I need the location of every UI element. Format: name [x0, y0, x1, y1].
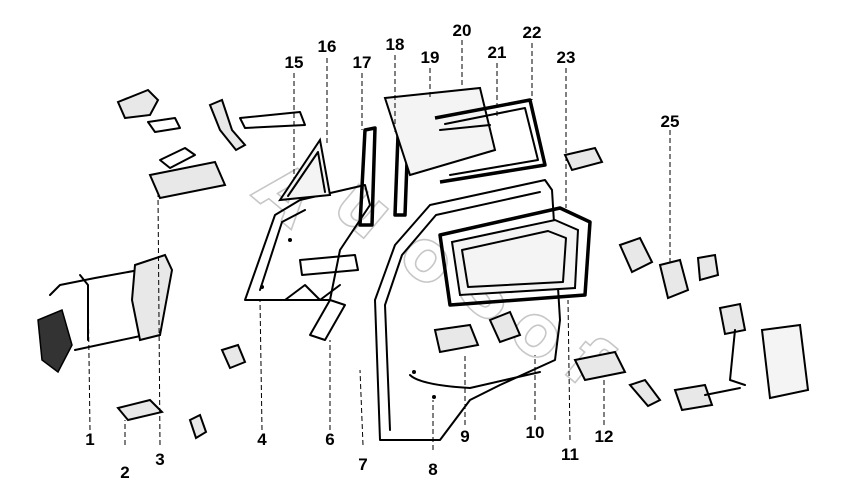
- door-check-hardware: [284, 254, 627, 382]
- callout-18: 18: [386, 35, 405, 54]
- callout-11: 11: [561, 445, 579, 464]
- window-frame: [438, 206, 592, 307]
- callout-21: 21: [488, 43, 507, 62]
- callout-15: 15: [285, 53, 304, 72]
- callout-6: 6: [325, 430, 334, 449]
- leader-lines: [87, 40, 671, 450]
- callout-3: 3: [155, 450, 164, 469]
- callout-9: 9: [460, 427, 469, 446]
- lock-cylinder-parts: [116, 88, 306, 200]
- callout-23: 23: [557, 48, 576, 67]
- callout-25: 25: [661, 112, 680, 131]
- vent-window: [277, 137, 332, 202]
- callout-20: 20: [453, 21, 472, 40]
- callout-16: 16: [318, 37, 337, 56]
- callout-4: 4: [257, 430, 267, 449]
- callout-1: 1: [85, 430, 94, 449]
- callout-10: 10: [526, 423, 545, 442]
- handle-parts: [563, 146, 720, 300]
- callout-17: 17: [353, 53, 372, 72]
- callout-12: 12: [595, 427, 614, 446]
- exterior-mirror: [628, 302, 810, 412]
- callout-22: 22: [523, 23, 542, 42]
- window-regulator: [37, 253, 247, 440]
- callout-2: 2: [120, 463, 129, 482]
- window-seal: [434, 98, 547, 184]
- door-glass: [383, 86, 497, 177]
- callout-7: 7: [358, 455, 367, 474]
- callout-19: 19: [421, 48, 440, 67]
- callout-8: 8: [428, 460, 437, 479]
